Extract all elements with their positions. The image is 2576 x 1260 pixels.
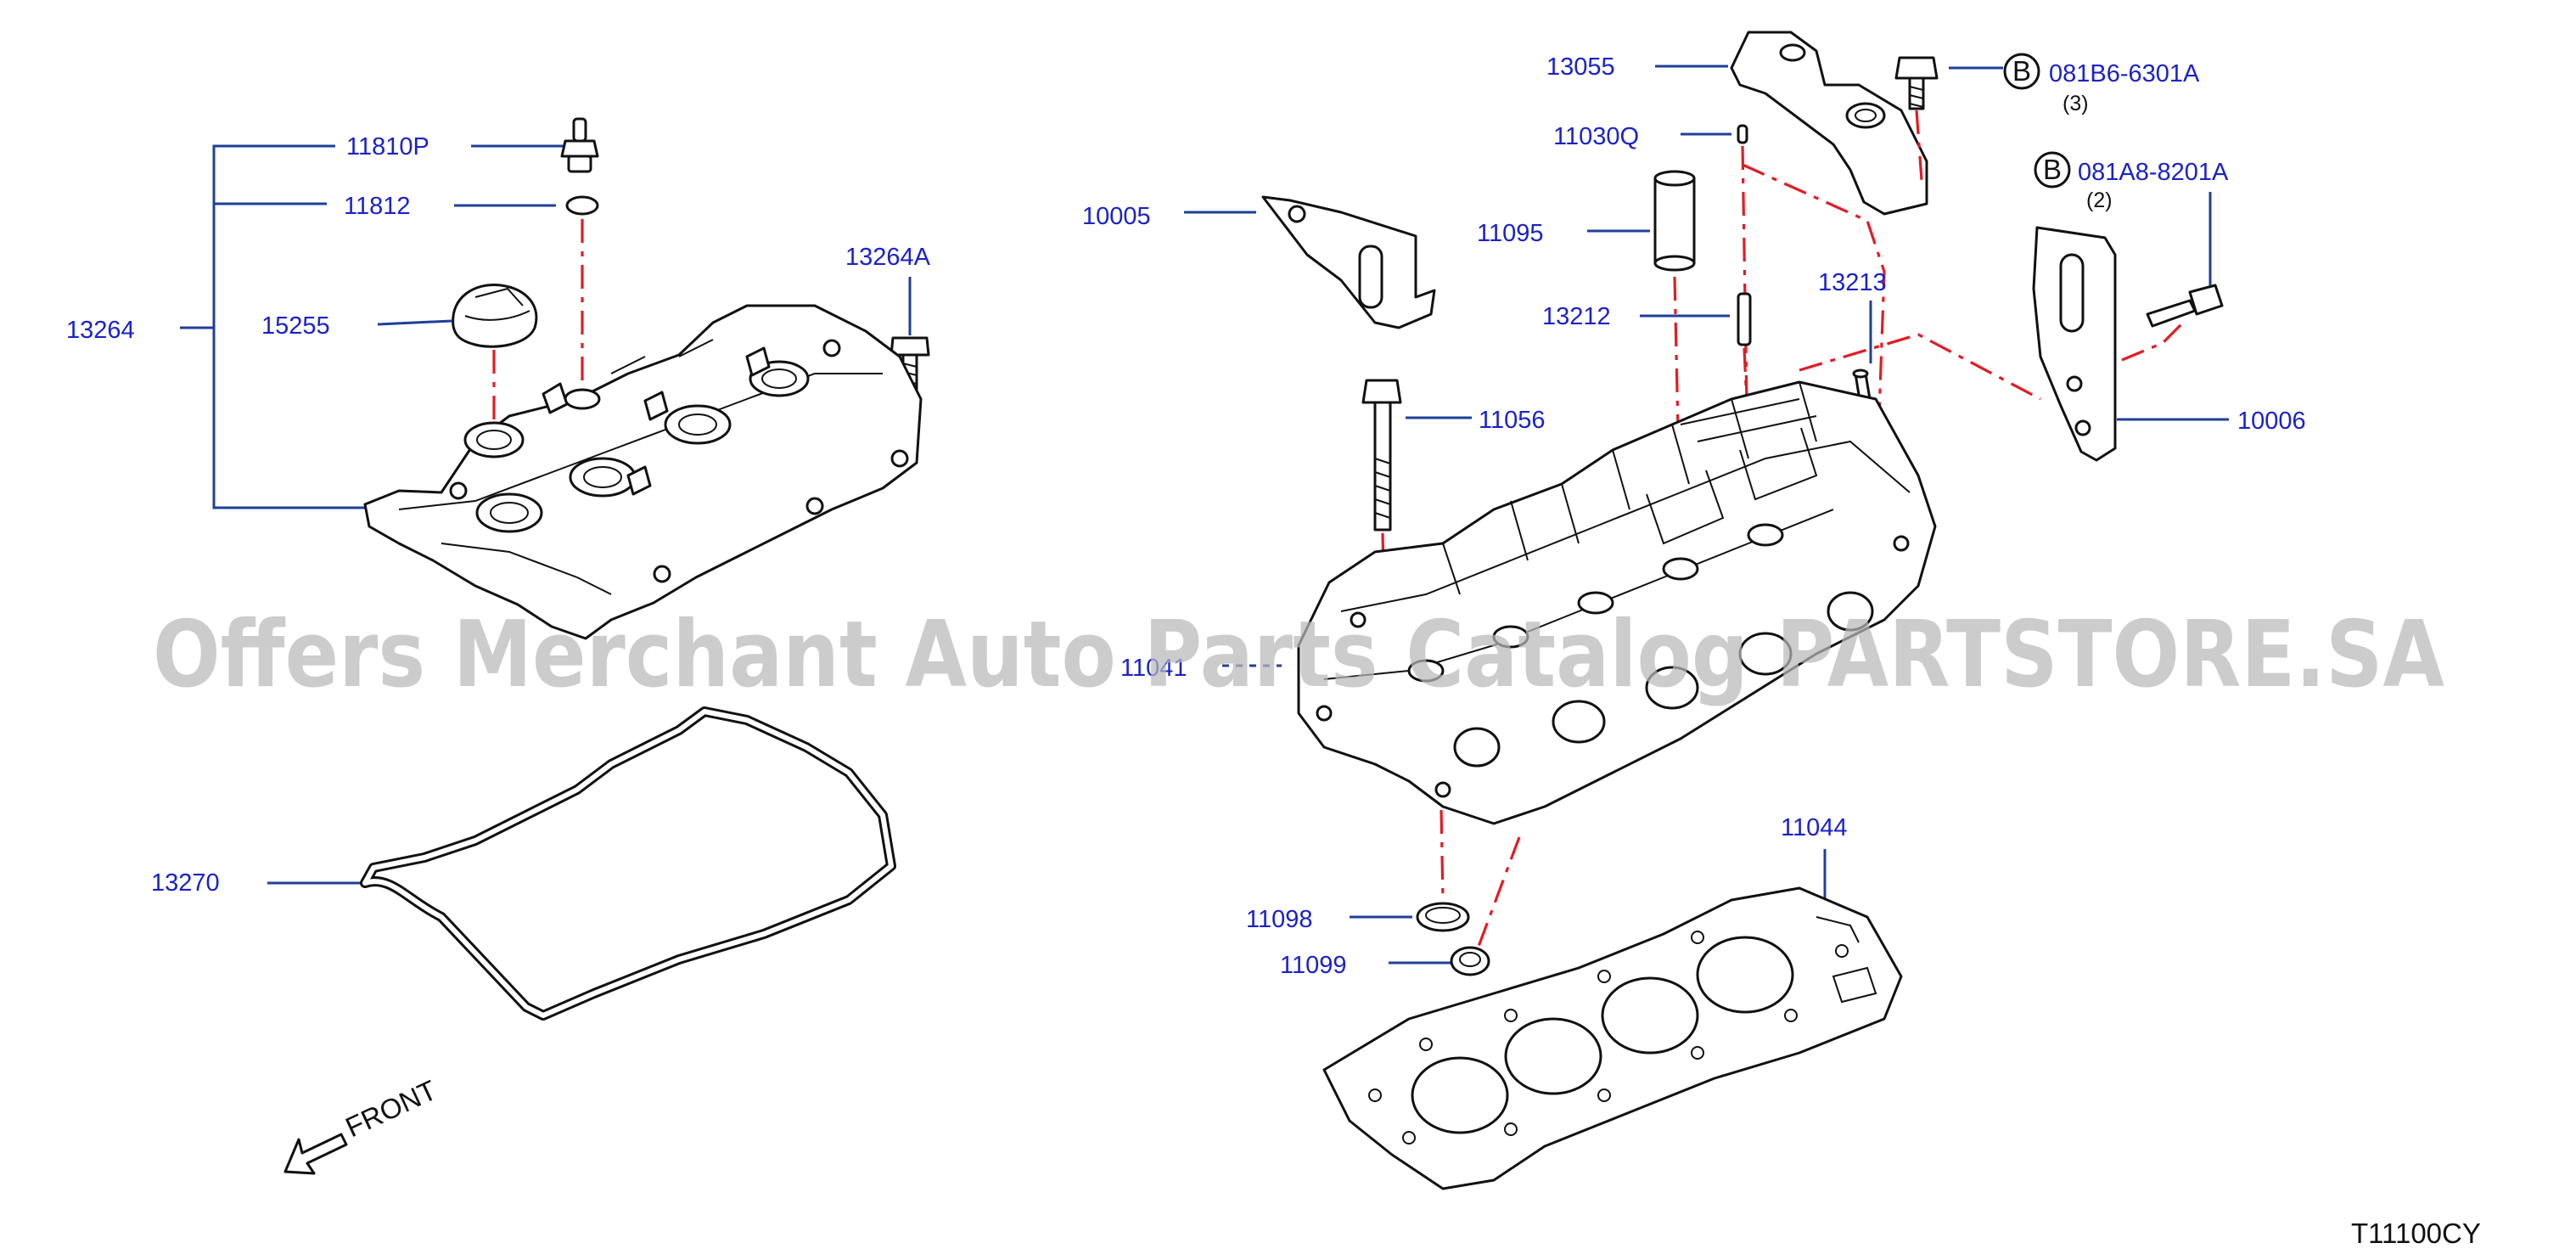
callout-13270[interactable]: 13270	[151, 869, 220, 897]
rocker-cover-13264	[363, 304, 923, 640]
callout-13264A[interactable]: 13264A	[845, 244, 931, 271]
bolt-ref-081B6: B	[2003, 53, 2040, 90]
front-cover-13055	[1730, 31, 1928, 216]
front-arrow-icon	[283, 1133, 348, 1175]
bracket-10006	[2032, 226, 2117, 462]
bolt-081B6	[1894, 56, 1939, 110]
dowel-11030Q	[1737, 124, 1748, 144]
bracket-10005	[1261, 195, 1436, 329]
watermark: Offers Merchant Auto Parts Catalog PARTS…	[153, 602, 2444, 708]
callout-11095[interactable]: 11095	[1477, 220, 1544, 247]
callout-11030Q[interactable]: 11030Q	[1553, 123, 1639, 150]
bolt-qty-2: (2)	[2086, 188, 2113, 212]
guide-13212	[1737, 292, 1752, 346]
callout-13212[interactable]: 13212	[1542, 303, 1611, 330]
seal-11098	[1416, 902, 1470, 932]
rocker-cover-gasket-13270	[360, 706, 896, 1021]
cylinder-head-11041	[1297, 380, 1937, 825]
callout-15255[interactable]: 15255	[261, 312, 330, 340]
callout-11041[interactable]: 11041	[1120, 655, 1187, 682]
head-gasket-11044	[1322, 886, 1903, 1190]
diagram-code: T11100CY	[2351, 1218, 2481, 1249]
pcv-valve-11810P	[560, 117, 599, 173]
bracket-13264	[180, 144, 367, 509]
callout-081A8-8201A[interactable]: 081A8-8201A	[2078, 159, 2229, 186]
callout-13264[interactable]: 13264	[66, 317, 135, 344]
sleeve-11095	[1653, 170, 1696, 272]
bolt-ref-mark-1: B	[2012, 55, 2031, 87]
callout-10006[interactable]: 10006	[2237, 408, 2306, 435]
bolt-081A8	[2146, 284, 2224, 328]
bolt-ref-mark-2: B	[2043, 154, 2062, 185]
callout-13055[interactable]: 13055	[1546, 53, 1615, 81]
bolt-qty-1: (3)	[2062, 92, 2089, 115]
o-ring-11812	[565, 195, 599, 216]
seal-11099	[1450, 946, 1490, 976]
callout-10005[interactable]: 10005	[1082, 203, 1151, 230]
bolt-ref-081A8: B	[2034, 151, 2071, 188]
head-bolt-11056	[1361, 379, 1402, 532]
callout-11099[interactable]: 11099	[1280, 952, 1347, 979]
front-label: FRONT	[340, 1074, 441, 1144]
callout-11812[interactable]: 11812	[344, 193, 411, 220]
oil-filler-cap-15255	[452, 283, 538, 348]
callout-081B6-6301A[interactable]: 081B6-6301A	[2049, 60, 2200, 87]
callout-11044[interactable]: 11044	[1781, 814, 1848, 841]
callout-11810P[interactable]: 11810P	[346, 133, 429, 160]
callout-11098[interactable]: 11098	[1246, 906, 1313, 933]
callout-11056[interactable]: 11056	[1479, 407, 1546, 434]
callout-13213[interactable]: 13213	[1818, 269, 1887, 296]
